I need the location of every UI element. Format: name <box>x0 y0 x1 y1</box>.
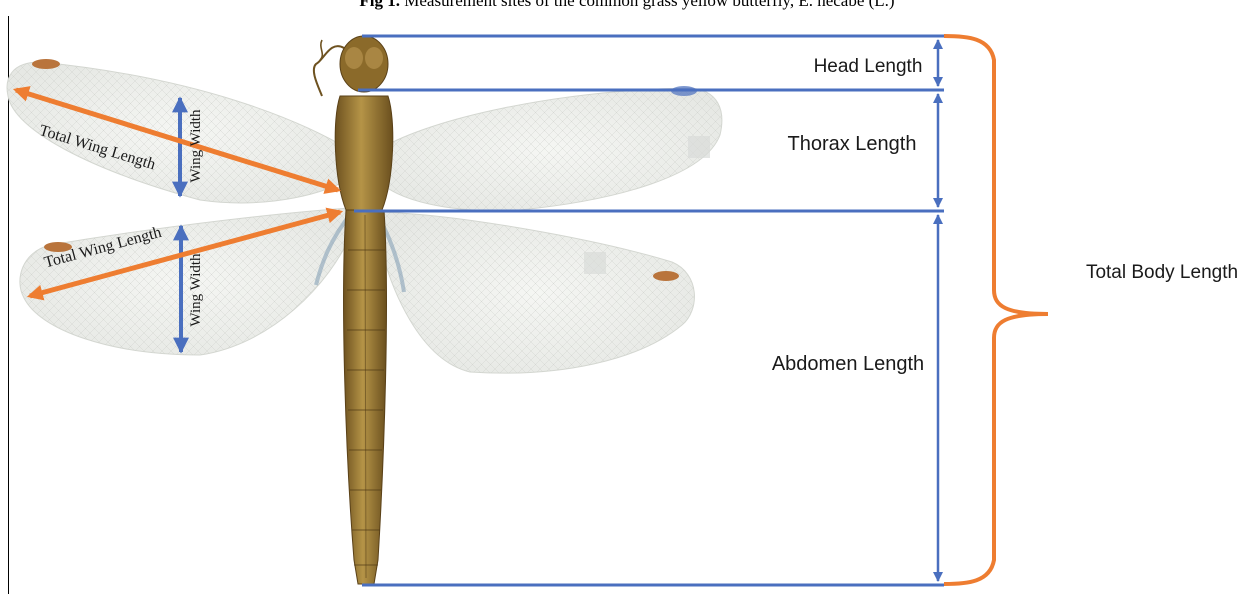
right-forewing <box>378 86 722 211</box>
antenna <box>320 40 322 60</box>
total-body-length-label: Total Body Length <box>1086 262 1238 283</box>
pterostigma-mark <box>32 59 60 69</box>
head-length-label: Head Length <box>814 56 923 77</box>
specimen-thorax <box>335 96 393 210</box>
abdomen-length-label: Abdomen Length <box>772 353 924 375</box>
hindwing-width-label: Wing Width <box>188 253 204 327</box>
antenna <box>314 46 344 96</box>
pterostigma-mark <box>653 271 679 281</box>
wing-width-arrows <box>180 98 181 352</box>
right-hindwing <box>378 212 694 373</box>
left-hindwing <box>20 208 352 355</box>
total-body-length-brace <box>944 36 1048 584</box>
thorax-length-label: Thorax Length <box>788 133 917 155</box>
forewing-width-label: Wing Width <box>188 109 204 183</box>
